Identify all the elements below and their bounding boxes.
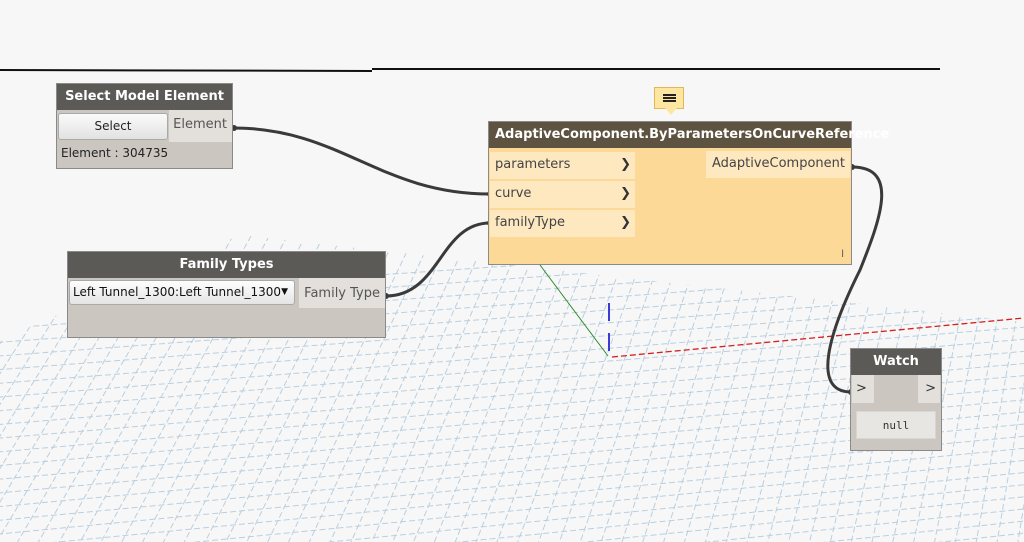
- dropdown-value: Left Tunnel_1300:Left Tunnel_1300: [73, 285, 281, 299]
- select-button[interactable]: Select: [58, 113, 168, 140]
- note-icon[interactable]: [654, 87, 684, 115]
- port-label: curve: [495, 186, 532, 201]
- horizon-line-left: [0, 69, 373, 72]
- port-label: familyType: [495, 215, 565, 230]
- x-axis-line: [611, 317, 1024, 358]
- y-axis-line: [539, 264, 609, 357]
- node-title[interactable]: Watch: [851, 349, 941, 375]
- output-port-element[interactable]: Element: [169, 110, 232, 142]
- watch-node[interactable]: Watch > > null: [851, 349, 941, 450]
- chevron-right-icon[interactable]: ❯: [620, 215, 631, 230]
- family-types-node[interactable]: Family Types Left Tunnel_1300:Left Tunne…: [68, 252, 385, 337]
- chevron-right-icon[interactable]: ❯: [620, 186, 631, 201]
- input-port[interactable]: >: [852, 375, 874, 403]
- input-port-parameters[interactable]: parameters ❯: [490, 152, 635, 179]
- selected-element-info: Element : 304735: [61, 146, 169, 160]
- watch-value: null: [856, 411, 936, 439]
- chevron-down-icon[interactable]: ▼: [281, 287, 288, 297]
- wire-element-to-curve[interactable]: [233, 126, 491, 196]
- node-title[interactable]: AdaptiveComponent.ByParametersOnCurveRef…: [489, 122, 889, 148]
- wire-familytype-to-familytype[interactable]: [385, 221, 491, 298]
- input-port-curve[interactable]: curve ❯: [490, 181, 635, 208]
- adaptive-component-node[interactable]: AdaptiveComponent.ByParametersOnCurveRef…: [489, 122, 889, 264]
- chevron-right-icon[interactable]: ❯: [620, 157, 631, 172]
- output-port-adaptive-component[interactable]: AdaptiveComponent: [706, 151, 850, 178]
- port-label: parameters: [495, 157, 571, 172]
- select-model-element-node[interactable]: Select Model Element Select Element Elem…: [57, 84, 232, 168]
- lacing-indicator: l: [841, 249, 844, 260]
- node-title[interactable]: Select Model Element: [57, 84, 232, 110]
- output-port[interactable]: >: [918, 375, 940, 403]
- wire-adaptive-to-watch[interactable]: [826, 165, 884, 394]
- input-port-family-type[interactable]: familyType ❯: [490, 210, 635, 237]
- node-title[interactable]: Family Types: [68, 252, 385, 278]
- output-port-family-type[interactable]: Family Type: [299, 278, 385, 308]
- family-type-dropdown[interactable]: Left Tunnel_1300:Left Tunnel_1300 ▼: [69, 280, 295, 305]
